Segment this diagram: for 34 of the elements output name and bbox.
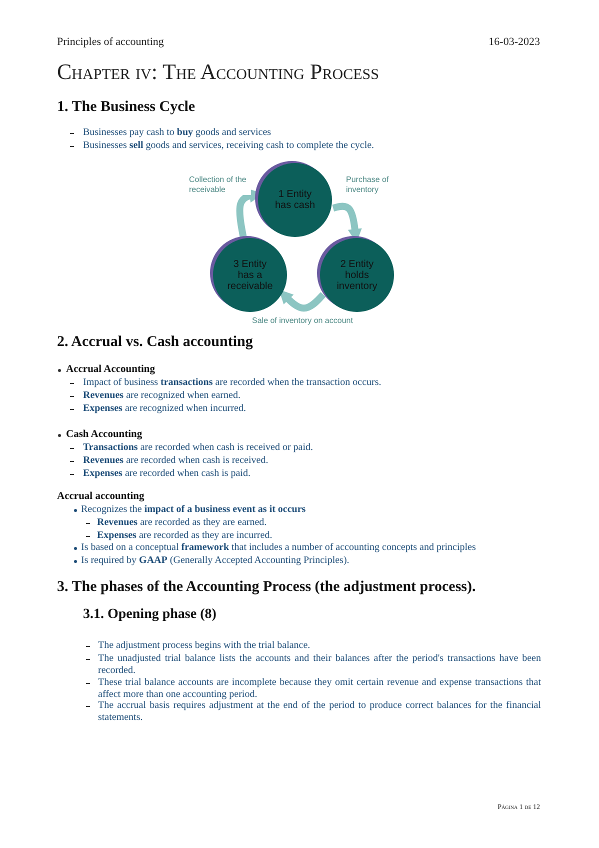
- bullet-text: Revenues are recognized when earned.: [83, 390, 242, 402]
- subsection-heading: 3.1. Opening phase (8): [83, 606, 218, 624]
- bullet-text: Revenues are recorded as they are earned.: [97, 517, 268, 529]
- node-text: 3 Entity has a receivable: [227, 258, 273, 292]
- edge-label: Collection of the receivable: [189, 175, 251, 195]
- bullet-text: Businesses sell goods and services, receiving cash to complete the cycle.: [83, 140, 376, 152]
- bullet-text: Impact of business transactions are recorded when the transaction occurs.: [83, 377, 382, 389]
- page-header: Principles of accounting: [57, 36, 165, 48]
- bullet-heading: Cash Accounting: [66, 429, 144, 441]
- bullet-text: Transactions are recorded when cash is received or paid.: [83, 442, 314, 454]
- bullet-text: Revenues are recorded when cash is received.: [83, 455, 270, 467]
- section-heading: 2. Accrual vs. Cash accounting: [57, 333, 254, 351]
- circle-node: [258, 163, 332, 237]
- section-heading: 1. The Business Cycle: [57, 98, 196, 116]
- section-heading: 3. The phases of the Accounting Process (the adjustment process).: [57, 578, 477, 596]
- bullet-text: Expenses are recognized when incurred.: [83, 403, 247, 415]
- bullet-text: Is required by GAAP (Generally Accepted Accounting Principles).: [81, 555, 350, 567]
- bullet-text: Expenses are recorded as they are incurred.: [97, 530, 274, 542]
- bullet-text: Expenses are recorded when cash is paid.: [83, 468, 252, 480]
- node-text: 2 Entity holds inventory: [336, 258, 378, 292]
- subsection-heading: Accrual accounting: [57, 491, 146, 503]
- bullet-text: Businesses pay cash to buy goods and services: [83, 127, 272, 139]
- circle-node: [213, 238, 287, 312]
- page-title: Chapter iv: The Accounting Process: [57, 59, 379, 85]
- bullet-text: Recognizes the impact of a business event as it occurs: [81, 504, 307, 516]
- bullet-heading: Accrual Accounting: [66, 364, 156, 376]
- node-text: 1 Entity has cash: [274, 189, 316, 211]
- page-date: 16-03-2023: [488, 36, 540, 48]
- bullet-text: Is based on a conceptual framework that includes a number of accounting concepts and principles: [81, 542, 477, 554]
- bullet-text: The unadjusted trial balance lists the accounts and their balances after the period's transactions have been recorded.: [98, 653, 541, 677]
- bullet-text: The accrual basis requires adjustment at the end of the period to produce correct balances for the financial statements.: [98, 700, 541, 724]
- bullet-text: The adjustment process begins with the trial balance.: [98, 640, 312, 652]
- bullet-text: These trial balance accounts are incomplete because they omit certain revenue and expense transactions that affect more than one accounting period.: [98, 677, 541, 701]
- curved-arrow: [278, 290, 326, 312]
